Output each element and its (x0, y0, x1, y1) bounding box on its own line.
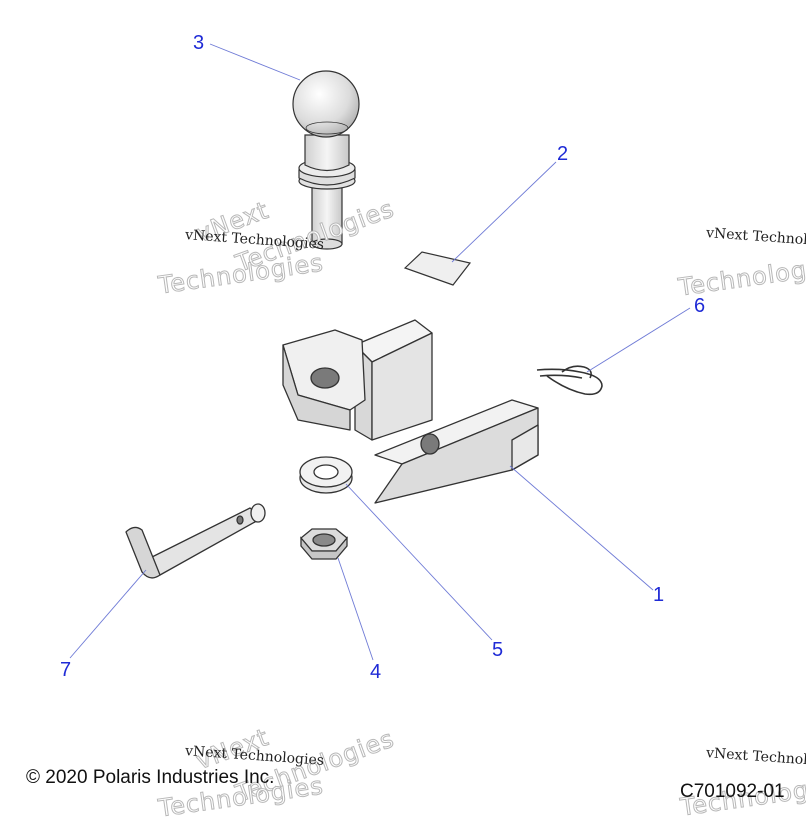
leader-1 (509, 465, 654, 591)
ball-shank-end (311, 238, 343, 250)
leader-2 (451, 161, 557, 263)
hitch-pin (125, 503, 266, 579)
ball-neck (304, 134, 350, 172)
hex-nut (300, 528, 348, 560)
clip-outer (536, 368, 603, 396)
clip-inner (539, 374, 583, 379)
callout-3: 3 (193, 32, 205, 54)
leader-3 (209, 43, 301, 81)
shank-pin-hole (420, 433, 440, 455)
ball-neck-ring (305, 121, 349, 135)
nut-side (300, 536, 348, 560)
copyright-text: © 2020 Polaris Industries Inc. (26, 767, 275, 788)
leader-6 (586, 307, 691, 373)
decal (403, 251, 472, 286)
callout-7: 7 (60, 659, 72, 681)
pin-hole (236, 515, 244, 525)
hitch-ball (292, 70, 360, 250)
clip-loop (561, 365, 592, 379)
ball-mount (282, 319, 539, 504)
callout-4: 4 (370, 661, 382, 683)
washer (299, 456, 353, 494)
leader-4 (337, 557, 374, 661)
plate-hole (310, 367, 340, 389)
washer-hole (313, 464, 339, 480)
riser-side (371, 332, 433, 441)
pin-shaft (149, 507, 263, 576)
plate-front (282, 344, 351, 431)
callout-6: 6 (694, 295, 706, 317)
ball-head (292, 70, 360, 138)
leader-5 (345, 483, 493, 641)
callout-2: 2 (557, 143, 569, 165)
drawing-number: C701092-01 (680, 781, 785, 802)
leader-lines (69, 43, 691, 661)
callout-5: 5 (492, 639, 504, 661)
nut-bore (312, 533, 336, 547)
ball-shank (311, 181, 343, 245)
callout-1: 1 (653, 584, 665, 606)
leader-7 (69, 569, 147, 659)
shank-end (511, 424, 539, 471)
hitch-pin-clip (536, 365, 603, 396)
pin-tip (250, 503, 266, 523)
pin-handle (125, 526, 161, 579)
